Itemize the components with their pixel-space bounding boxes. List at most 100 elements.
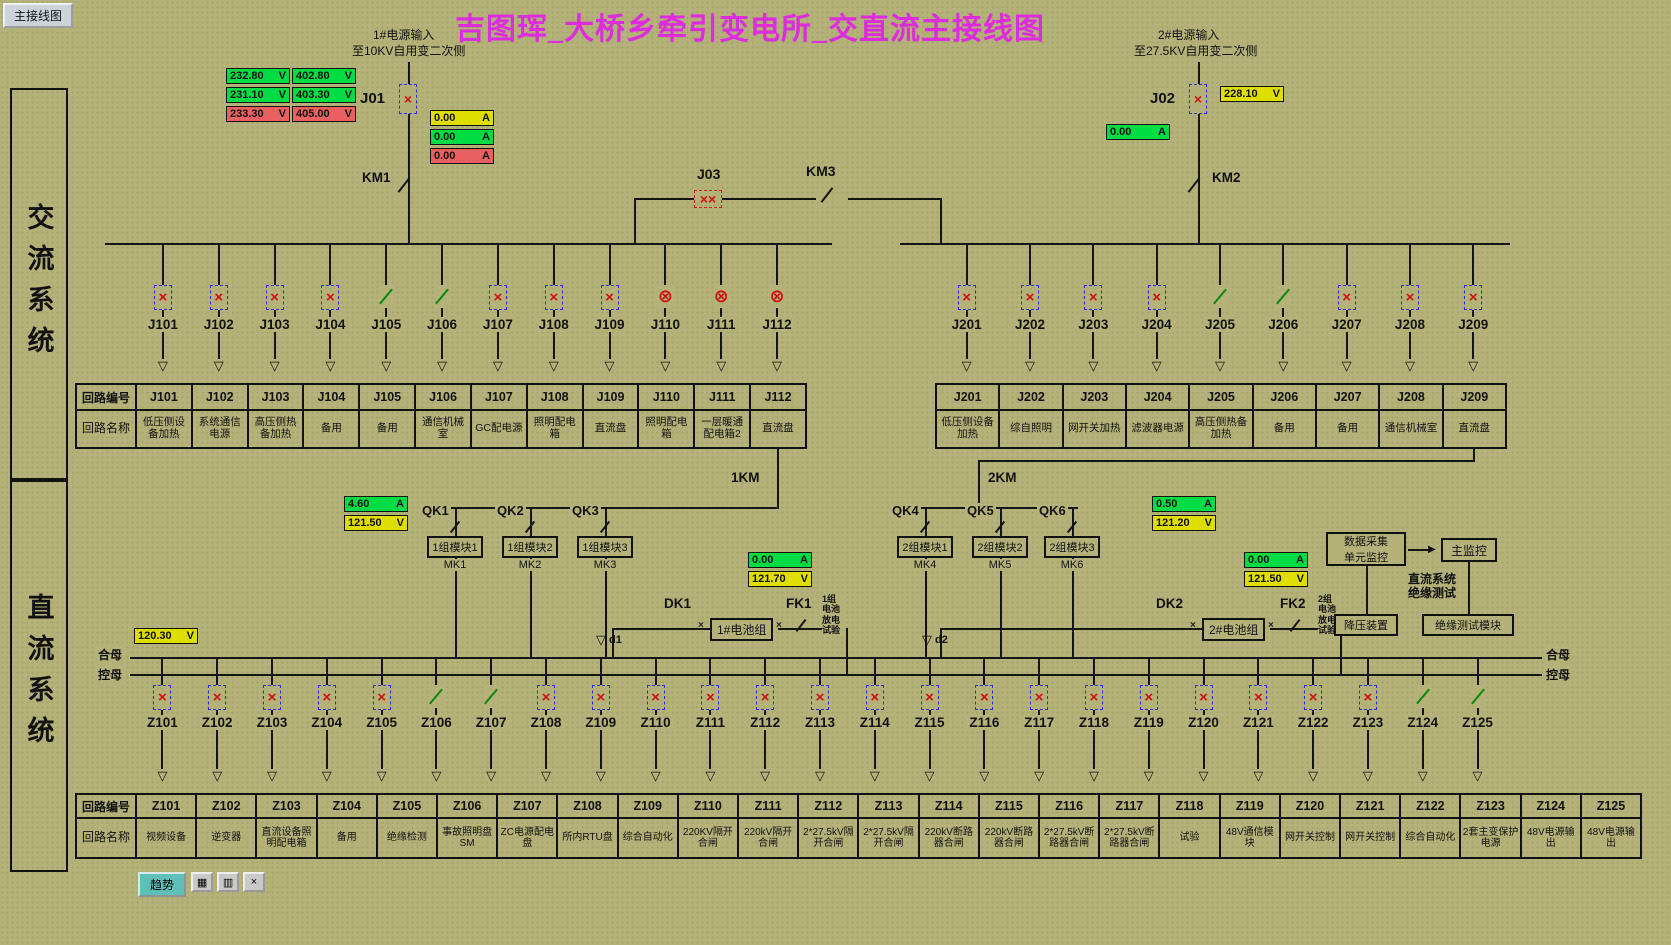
feeder-breaker-icon[interactable] — [657, 285, 674, 308]
module-box[interactable]: 2组模块3 — [1044, 536, 1100, 558]
feeder-breaker-icon[interactable] — [1304, 685, 1323, 710]
fk2-switch-icon[interactable] — [1289, 618, 1301, 633]
circuit-name-cell: 直流设备照明配电箱 — [257, 819, 318, 859]
feeder-breaker-icon[interactable] — [153, 685, 172, 710]
buck-device-box[interactable]: 降压装置 — [1334, 614, 1398, 636]
feeder-breaker-icon[interactable] — [1139, 685, 1158, 710]
feeder-breaker-icon[interactable] — [957, 285, 976, 310]
table-column: J201 低压侧设备加热 — [937, 385, 1001, 449]
tab-main-diagram[interactable]: 主接线图 — [3, 3, 74, 28]
feeder-breaker-icon[interactable] — [321, 285, 340, 310]
module-box[interactable]: 2组模块1 — [897, 536, 953, 558]
feeder-breaker-icon[interactable] — [591, 685, 610, 710]
table-column: J105 备用 — [360, 385, 417, 449]
table-column: Z115 220kV断路器合闸 — [979, 795, 1041, 859]
breaker-j01-label: J01 — [360, 90, 386, 107]
module-box[interactable]: 1组模块1 — [427, 536, 483, 558]
arrow-down-icon: ▽ — [595, 768, 606, 783]
feeder-breaker-icon[interactable] — [262, 685, 281, 710]
triangle-icon: ▽ — [596, 632, 606, 647]
feeder-breaker-icon[interactable] — [208, 685, 227, 710]
wire — [940, 628, 1204, 630]
qk-switch-icon[interactable] — [524, 520, 536, 534]
feeder-label: Z122 — [1295, 715, 1331, 730]
main-monitor-box[interactable]: 主监控 — [1441, 538, 1497, 562]
arrow-down-icon: ▽ — [1034, 768, 1045, 783]
feeder-breaker-icon[interactable] — [646, 685, 665, 710]
daq-monitor-box[interactable]: 数据采集 单元监控 — [1326, 532, 1406, 566]
feeder-breaker-icon[interactable] — [756, 685, 775, 710]
circuit-name-cell: 滤波器电源 — [1126, 411, 1191, 449]
circuit-name-cell: 网开关控制 — [1280, 819, 1342, 859]
qk-label: QK4 — [890, 503, 921, 518]
circuit-name-cell: GC配电源 — [471, 411, 528, 449]
table-column: J206 备用 — [1253, 385, 1317, 449]
feeder-breaker-icon[interactable] — [483, 685, 500, 708]
module-box[interactable]: 1组模块2 — [502, 536, 558, 558]
feeder-breaker-icon[interactable] — [1400, 285, 1419, 310]
feeder-breaker-icon[interactable] — [810, 685, 829, 710]
insulation-module-box[interactable]: 绝缘测试模块 — [1422, 614, 1514, 636]
feeder-breaker-icon[interactable] — [1084, 285, 1103, 310]
feeder-label: Z118 — [1076, 715, 1111, 730]
feeder-breaker-icon[interactable] — [428, 685, 445, 708]
feeder-breaker-icon[interactable] — [920, 685, 939, 710]
arrow-down-icon: ▽ — [924, 768, 935, 783]
switch-km3-icon[interactable] — [820, 187, 834, 203]
feeder-breaker-icon[interactable] — [1337, 285, 1356, 310]
feeder-breaker-icon[interactable] — [713, 285, 730, 308]
feeder-breaker-icon[interactable] — [153, 285, 172, 310]
feeder-breaker-icon[interactable] — [1249, 685, 1268, 710]
feeder-breaker-icon[interactable] — [769, 285, 786, 308]
qk-switch-icon[interactable] — [1066, 520, 1078, 534]
circuit-name-cell: 网开关控制 — [1341, 819, 1402, 859]
feeder-breaker-icon[interactable] — [975, 685, 994, 710]
feeder-breaker-icon[interactable] — [701, 685, 720, 710]
feeder-breaker-icon[interactable] — [378, 285, 395, 308]
feeder-breaker-icon[interactable] — [1414, 685, 1431, 708]
feeder-breaker-icon[interactable] — [434, 285, 451, 308]
breaker-j03-icon[interactable]: ×× — [694, 190, 722, 208]
breaker-j01-icon[interactable]: × — [399, 84, 417, 114]
feeder-breaker-icon[interactable] — [865, 685, 884, 710]
feeder-label: J102 — [201, 317, 236, 332]
module-box[interactable]: 1组模块3 — [577, 536, 633, 558]
feeder-breaker-icon[interactable] — [1194, 685, 1213, 710]
feeder-breaker-icon[interactable] — [544, 285, 563, 310]
qk-switch-icon[interactable] — [449, 520, 461, 534]
feeder-breaker-icon[interactable] — [209, 285, 228, 310]
feeder-breaker-icon[interactable] — [1084, 685, 1103, 710]
insulation-test-label: 直流系统 绝缘测试 — [1408, 572, 1457, 601]
feeder-breaker-icon[interactable] — [1469, 685, 1486, 708]
qk-switch-icon[interactable] — [919, 520, 931, 534]
feeder-breaker-icon[interactable] — [372, 685, 391, 710]
feeder-breaker-icon[interactable] — [1275, 285, 1292, 308]
circuit-code-cell: Z123 — [1461, 795, 1522, 819]
feeder-breaker-icon[interactable] — [265, 285, 284, 310]
feeder-breaker-icon[interactable] — [1030, 685, 1049, 710]
feeder-breaker-icon[interactable] — [488, 285, 507, 310]
trend-button[interactable]: 趋势 — [138, 872, 187, 897]
taskbar-icon-button[interactable]: ▥ — [217, 872, 240, 892]
fk1-switch-icon[interactable] — [795, 618, 807, 633]
taskbar-icon-button[interactable]: ▦ — [191, 872, 214, 892]
circuit-code-cell: J110 — [639, 385, 696, 411]
module-box[interactable]: 2组模块2 — [972, 536, 1028, 558]
battery2-box[interactable]: 2#电池组 — [1202, 618, 1266, 641]
feeder-breaker-icon[interactable] — [1147, 285, 1166, 310]
qk-switch-icon[interactable] — [994, 520, 1006, 534]
taskbar-icon-button[interactable]: × — [243, 872, 266, 892]
feeder-breaker-icon[interactable] — [1211, 285, 1228, 308]
feeder-breaker-icon[interactable] — [600, 285, 619, 310]
feeder-breaker-icon[interactable] — [1358, 685, 1377, 710]
ac-feeder: J102 ▽ — [191, 243, 247, 383]
arrow-down-icon: ▽ — [376, 768, 387, 783]
battery1-box[interactable]: 1#电池组 — [710, 618, 774, 641]
qk-switch-icon[interactable] — [599, 520, 611, 534]
feeder-breaker-icon[interactable] — [317, 685, 336, 710]
feeder-breaker-icon[interactable] — [1464, 285, 1483, 310]
feeder-breaker-icon[interactable] — [1020, 285, 1039, 310]
feeder-breaker-icon[interactable] — [536, 685, 555, 710]
breaker-j02-icon[interactable]: × — [1189, 84, 1207, 114]
